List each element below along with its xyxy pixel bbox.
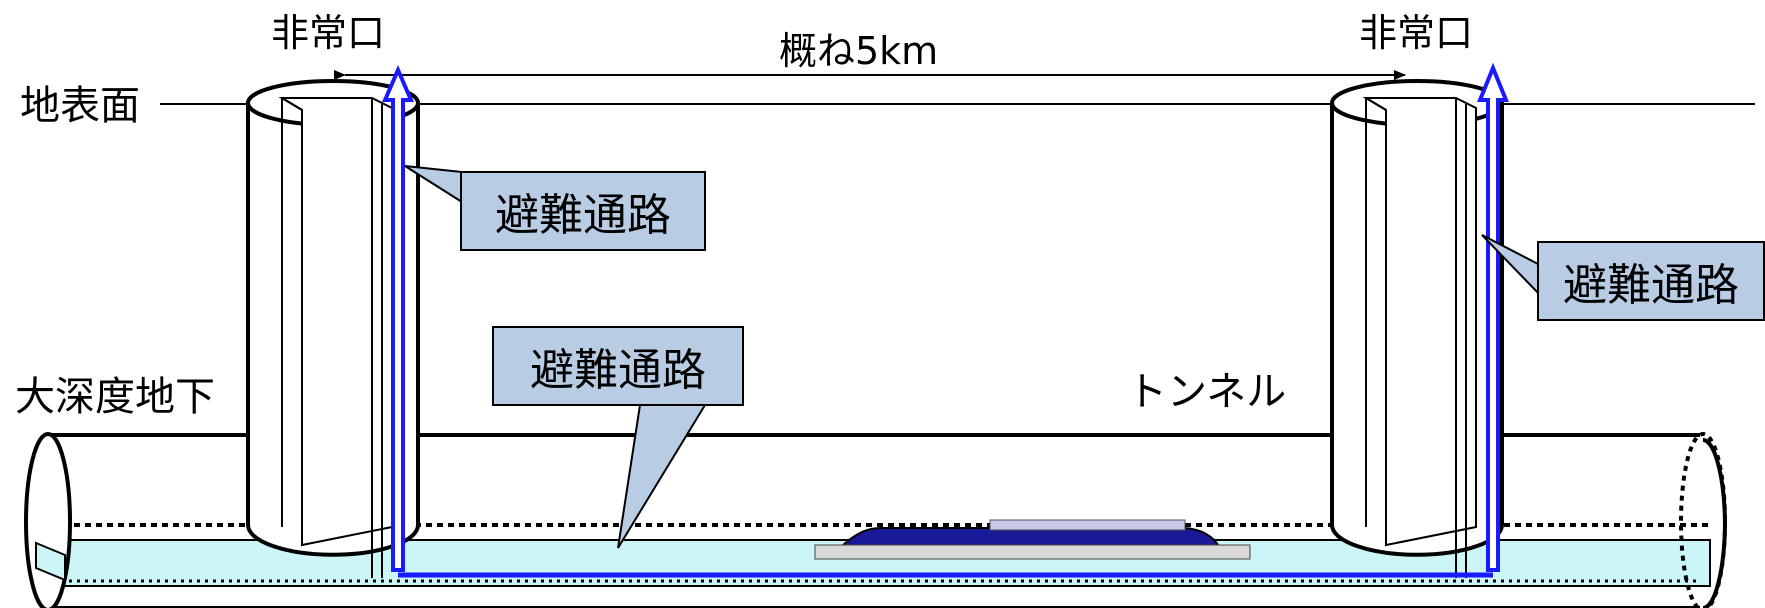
right-shaft [1330, 79, 1504, 578]
left-shaft [246, 79, 420, 578]
train [814, 519, 1251, 560]
emergency-exit-left-label: 非常口 [271, 11, 386, 55]
evacuation-route [381, 62, 1509, 578]
emergency-exit-right-label: 非常口 [1359, 11, 1474, 55]
tunnel-label: トンネル [1127, 369, 1287, 415]
callout-tunnel-floor: 避難通路 [492, 326, 744, 406]
ground-surface-label: 地表面 [20, 83, 140, 129]
callout-left-shaft: 避難通路 [460, 171, 706, 251]
tunnel-left-end-inner [35, 541, 66, 582]
callout-right-shaft: 避難通路 [1537, 241, 1765, 321]
distance-label: 概ね5km [779, 29, 939, 73]
tunnel-left-end [24, 432, 72, 608]
deep-underground-label: 大深度地下 [15, 374, 215, 420]
